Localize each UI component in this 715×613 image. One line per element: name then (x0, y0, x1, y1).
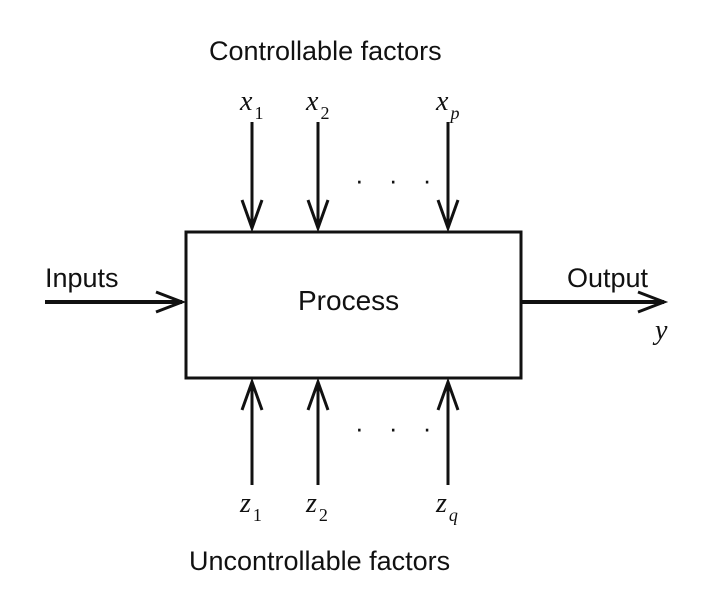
process-box (184, 230, 523, 380)
arrow-output (521, 290, 669, 314)
variable-z2-subscript: 2 (318, 505, 328, 525)
output-label: Output (567, 263, 649, 293)
arrow-inputs (45, 290, 187, 314)
arrow-zq (436, 377, 460, 485)
variable-z1-subscript: 1 (252, 505, 262, 525)
arrow-z2 (306, 377, 330, 485)
arrow-x2 (306, 122, 330, 233)
variable-z1-symbol: z (240, 488, 251, 519)
inputs-label: Inputs (45, 263, 119, 293)
arrow-z1 (240, 377, 264, 485)
output-variable-y: y (655, 315, 668, 346)
variable-x2-subscript: 2 (320, 103, 330, 123)
variable-zq-symbol: z (436, 488, 447, 519)
ellipsis-uncontrollable: · · · (355, 413, 441, 443)
controllable-factors-title: Controllable factors (209, 36, 442, 66)
variable-xp-subscript: p (450, 103, 460, 123)
arrow-x1 (240, 122, 264, 233)
variable-xp-symbol: x (436, 86, 449, 117)
variable-z2-symbol: z (306, 488, 317, 519)
variable-x1-symbol: x (240, 86, 253, 117)
variable-zq-subscript: q (448, 505, 458, 525)
process-label: Process (298, 285, 400, 316)
ellipsis-controllable: · · · (355, 165, 441, 195)
arrow-xp (436, 122, 460, 233)
variable-x1-subscript: 1 (254, 103, 264, 123)
variable-x2-symbol: x (306, 86, 319, 117)
uncontrollable-factors-title: Uncontrollable factors (189, 546, 451, 576)
